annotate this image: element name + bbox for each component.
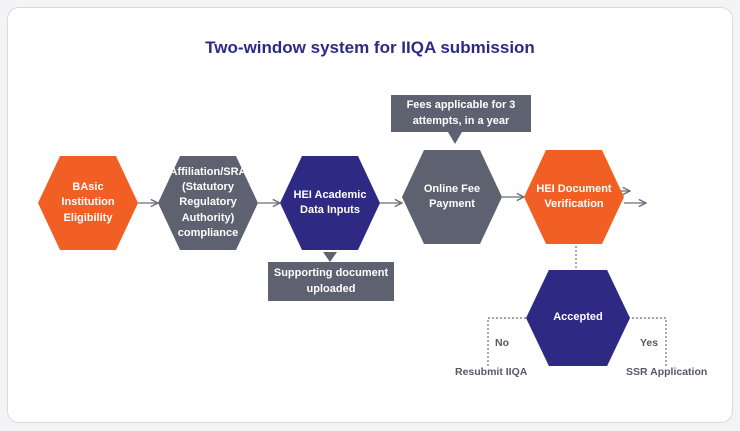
dotted-branch-yes [628,317,667,366]
ssr-application-label: SSR Application [626,366,708,378]
dotted-branch-no [487,317,534,366]
branch-yes-label: Yes [640,337,659,349]
branch-no-label: No [495,337,509,349]
node-accepted: Accepted [526,270,630,366]
callout-pointer-supporting [323,252,337,262]
node-accepted-label: Accepted [553,311,603,324]
resubmit-iiqa-label: Resubmit IIQA [455,366,528,378]
diagram-title: Two-window system for IIQA submission [205,38,535,57]
callout-pointer-fees [448,132,462,144]
